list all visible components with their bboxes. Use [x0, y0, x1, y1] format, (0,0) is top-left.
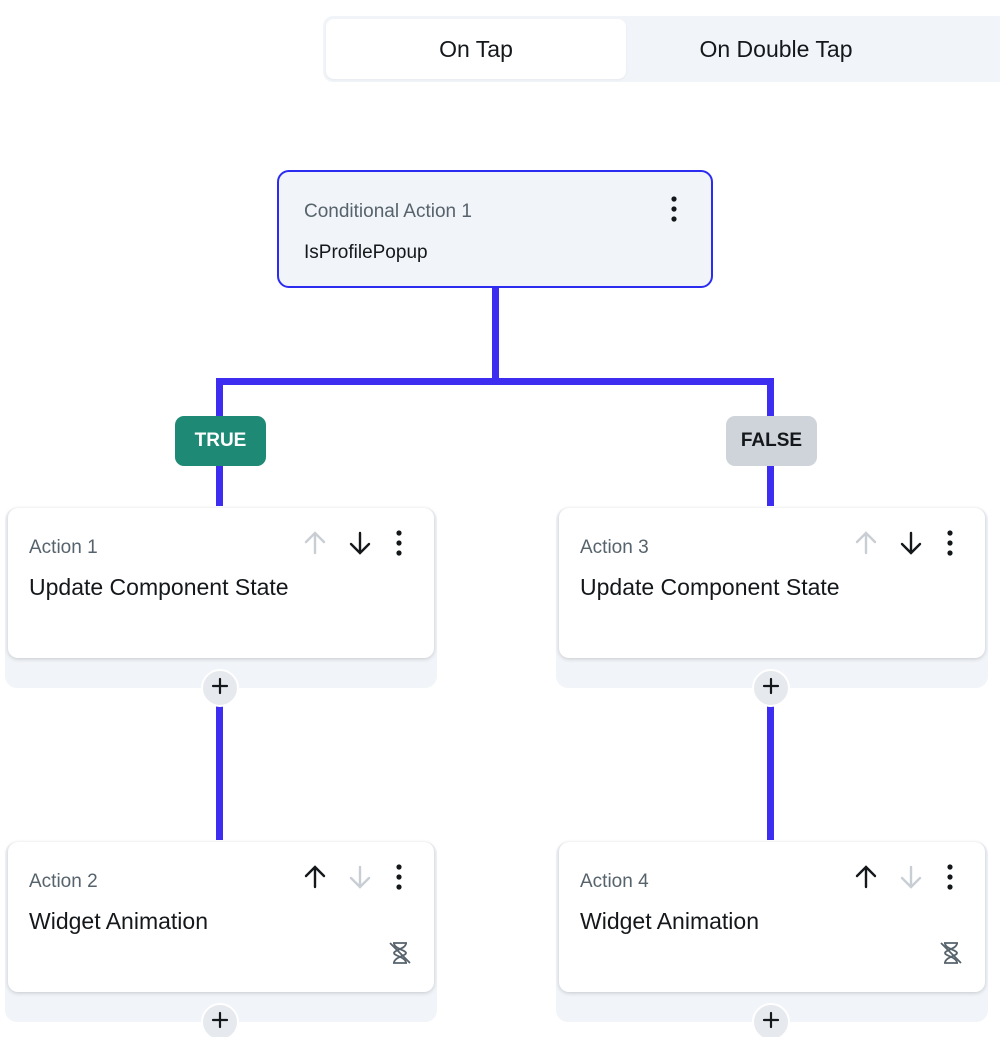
plus-icon	[211, 677, 229, 700]
action-card-2[interactable]: Action 2 Widget Animation	[8, 842, 434, 992]
action-card-4[interactable]: Action 4 Widget Animation	[559, 842, 985, 992]
arrow-down-icon	[345, 862, 375, 892]
action-card-container: Action 1 Update Component State	[5, 508, 437, 688]
action-label: Action 2	[29, 871, 98, 892]
more-vert-icon[interactable]	[384, 862, 414, 892]
conditional-action-name: IsProfilePopup	[304, 242, 428, 263]
action-card-container: Action 3 Update Component State	[556, 508, 988, 688]
action-card-1[interactable]: Action 1 Update Component State	[8, 508, 434, 658]
action-label: Action 1	[29, 537, 98, 558]
arrow-up-icon[interactable]	[300, 862, 330, 892]
arrow-down-icon	[896, 862, 926, 892]
action-label: Action 3	[580, 537, 649, 558]
trigger-tabs: On Tap On Double Tap	[323, 16, 1000, 82]
add-action-button[interactable]	[201, 669, 239, 707]
action-label: Action 4	[580, 871, 649, 892]
arrow-up-icon	[851, 528, 881, 558]
action-title: Update Component State	[29, 574, 289, 600]
arrow-up-icon[interactable]	[851, 862, 881, 892]
plus-icon	[211, 1011, 229, 1034]
more-vert-icon[interactable]	[384, 528, 414, 558]
plus-icon	[762, 1011, 780, 1034]
action-card-3[interactable]: Action 3 Update Component State	[559, 508, 985, 658]
add-action-button[interactable]	[752, 1003, 790, 1037]
arrow-down-icon[interactable]	[896, 528, 926, 558]
more-vert-icon[interactable]	[935, 862, 965, 892]
action-title: Update Component State	[580, 574, 840, 600]
conditional-action-label: Conditional Action 1	[304, 201, 472, 222]
more-vert-icon[interactable]	[659, 194, 689, 224]
connector-action3-action4	[767, 705, 774, 840]
plus-icon	[762, 677, 780, 700]
add-action-button[interactable]	[752, 669, 790, 707]
hourglass-disabled-icon	[938, 940, 964, 966]
add-action-button[interactable]	[201, 1003, 239, 1037]
action-title: Widget Animation	[29, 908, 208, 934]
connector-action1-action2	[216, 705, 223, 840]
hourglass-disabled-icon	[387, 940, 413, 966]
connector-conditional-down	[492, 288, 499, 384]
conditional-action-node[interactable]: Conditional Action 1 IsProfilePopup	[277, 170, 713, 288]
connector-horizontal	[216, 378, 774, 385]
arrow-up-icon	[300, 528, 330, 558]
action-card-container: Action 4 Widget Animation	[556, 842, 988, 1022]
true-branch-badge: TRUE	[175, 416, 266, 466]
tab-on-tap[interactable]: On Tap	[326, 19, 626, 79]
more-vert-icon[interactable]	[935, 528, 965, 558]
tab-on-double-tap[interactable]: On Double Tap	[699, 35, 853, 62]
false-branch-badge: FALSE	[726, 416, 817, 466]
action-card-container: Action 2 Widget Animation	[5, 842, 437, 1022]
arrow-down-icon[interactable]	[345, 528, 375, 558]
action-title: Widget Animation	[580, 908, 759, 934]
